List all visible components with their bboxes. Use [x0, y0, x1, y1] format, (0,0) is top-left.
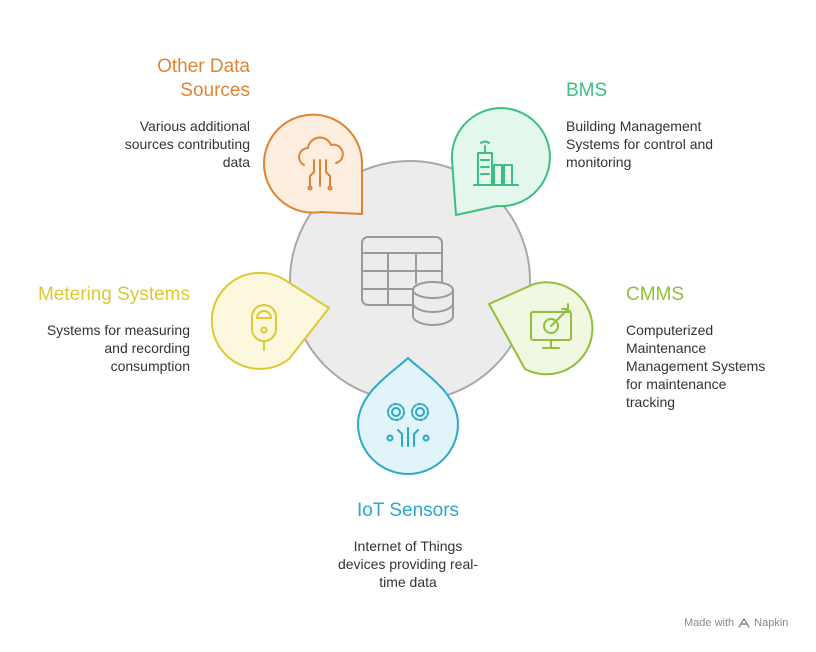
pin-iot: [357, 357, 459, 475]
building-signal-icon: [473, 140, 519, 186]
title-other: Other Data Sources: [157, 56, 250, 101]
desc-iot: Internet of Things devices providing rea…: [337, 538, 479, 590]
napkin-logo-icon: [738, 618, 750, 628]
title-iot: IoT Sensors: [356, 500, 460, 521]
napkin-brand-label: Napkin: [754, 617, 789, 629]
made-with-label: Made with: [684, 617, 735, 629]
desc-bms: Building Management Systems for control …: [566, 118, 714, 170]
gears-circuit-icon: [386, 403, 430, 447]
pin-bms: [450, 107, 551, 216]
desc-cmms: Computerized Maintenance Management Syst…: [626, 322, 766, 410]
pin-other: [263, 113, 364, 215]
footer-credit[interactable]: Made with Napkin: [684, 617, 788, 629]
desc-metering: Systems for measuring and recording cons…: [46, 322, 190, 374]
title-bms: BMS: [566, 80, 608, 101]
database-table-icon: [361, 236, 454, 326]
pin-cmms: [488, 281, 594, 376]
monitor-target-icon: [530, 303, 572, 349]
meter-icon: [251, 304, 277, 351]
title-metering: Metering Systems: [37, 284, 190, 305]
title-cmms: CMMS: [626, 284, 685, 305]
desc-other: Various additional sources contributing …: [124, 118, 250, 170]
cloud-data-icon: [298, 136, 344, 191]
pin-metering: [210, 271, 330, 370]
